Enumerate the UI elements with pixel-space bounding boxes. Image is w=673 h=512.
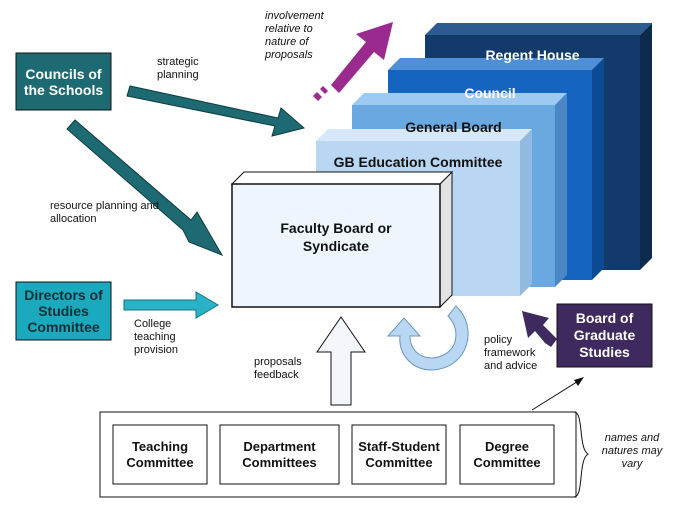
directors-box — [15, 281, 112, 341]
graduate-label: Board of Graduate Studies — [573, 310, 636, 360]
resource-label: resource planning and allocation — [50, 200, 159, 225]
involvement-arrow — [313, 22, 393, 101]
college-arrow — [123, 291, 219, 319]
department-committees-label: Department Committees — [242, 438, 317, 470]
directors-label: Directors of Studies Committee — [24, 287, 103, 335]
policy-label: policy framework and advice — [484, 334, 538, 372]
degree-committee-label: Degree Committee — [473, 438, 541, 470]
strategic-label: strategic planning — [157, 56, 199, 81]
regent-house-label: Regent House — [485, 47, 580, 63]
names-vary-label: names and natures may vary — [601, 432, 663, 470]
council-label: Council — [464, 85, 516, 101]
policy-curved-arrow — [386, 305, 469, 371]
department-box — [219, 424, 340, 485]
gb-education-label: GB Education Committee — [333, 154, 503, 170]
proposals-label: proposals feedback — [254, 356, 302, 381]
degree-box — [459, 424, 555, 485]
graduate-arrow — [522, 311, 557, 347]
staff-student-committee-label: Staff-Student Committee — [358, 438, 440, 470]
graduate-box — [556, 303, 653, 368]
teaching-committee-label: Teaching Committee — [126, 438, 194, 470]
strategic-arrow — [126, 85, 306, 137]
faculty-board-box — [230, 170, 454, 309]
thin-arrow — [531, 377, 584, 411]
staff-student-box — [351, 424, 447, 485]
proposals-arrow — [316, 316, 366, 406]
faculty-board-label: Faculty Board or Syndicate — [280, 220, 392, 254]
brace — [573, 411, 589, 498]
involvement-label: involvement relative to nature of propos… — [265, 10, 324, 61]
teaching-box — [112, 424, 208, 485]
councils-box — [15, 52, 112, 111]
councils-label: Councils of the Schools — [23, 65, 104, 98]
resource-arrow — [66, 119, 224, 256]
general-board-label: General Board — [405, 119, 502, 135]
college-label: College teaching provision — [134, 318, 179, 356]
